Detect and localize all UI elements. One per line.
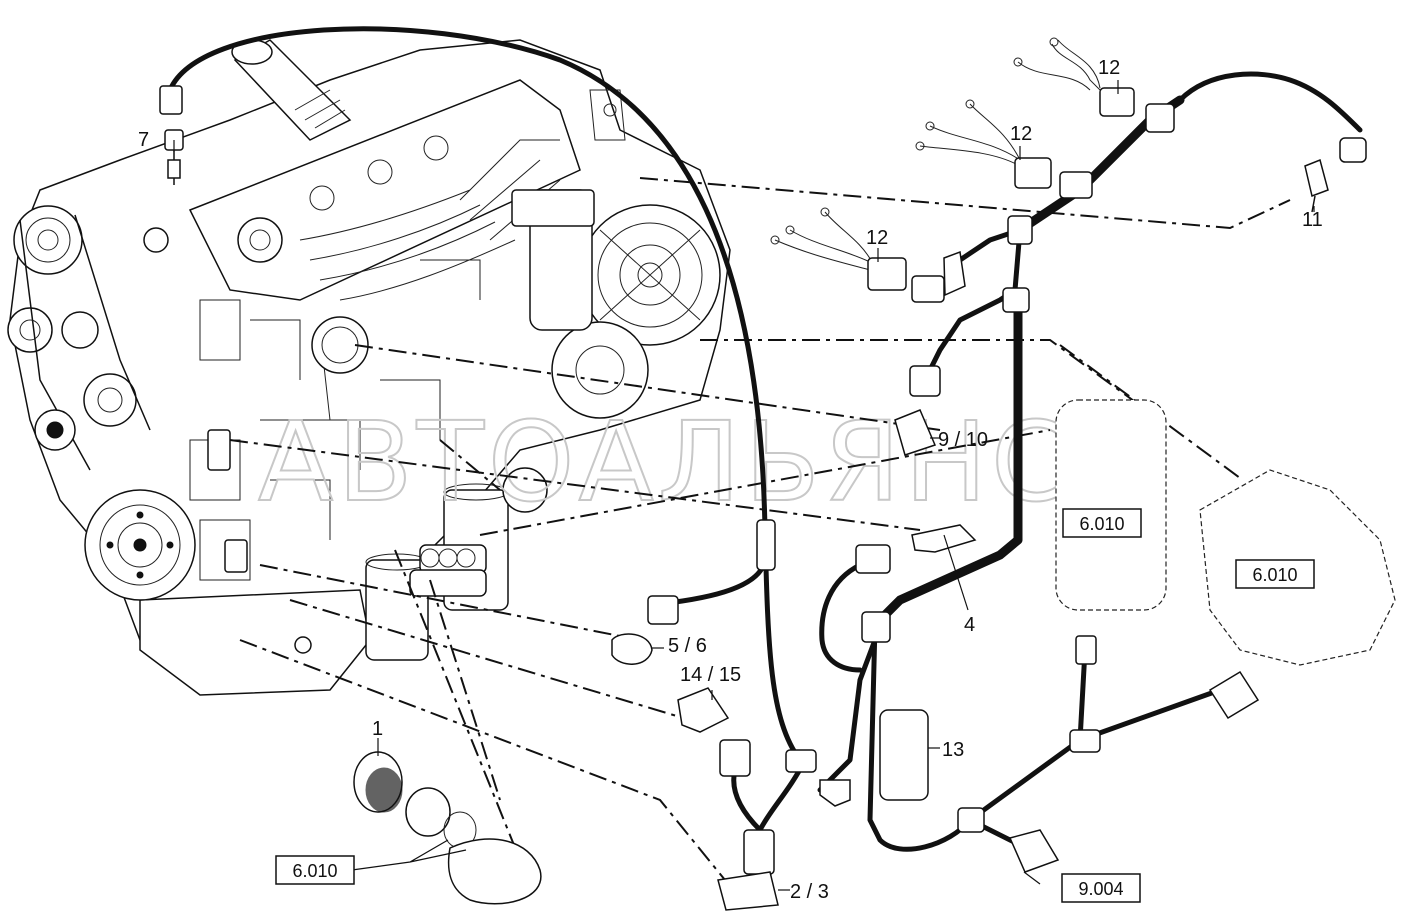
ghost-fuel-filter xyxy=(1055,399,1167,611)
callout-9-10: 9 / 10 xyxy=(938,429,988,451)
callout-numbers: 1 2 / 3 4 5 / 6 7 9 / 10 11 12 12 12 13 … xyxy=(138,57,1323,903)
ref-pump-text: 6.010 xyxy=(1252,565,1297,585)
sensor-parts xyxy=(159,37,1396,911)
ref-box-filter: 6.010 xyxy=(1062,508,1142,538)
callout-1: 1 xyxy=(372,718,383,740)
ref-box-intake: 6.010 xyxy=(275,855,355,885)
callout-12-middle: 12 xyxy=(1010,123,1032,145)
callout-12-left: 12 xyxy=(866,227,888,249)
callout-2-3: 2 / 3 xyxy=(790,881,829,903)
dash-dot-leaders xyxy=(229,177,1291,881)
ref-box-harness: 9.004 xyxy=(1061,873,1141,903)
ref-harness-text: 9.004 xyxy=(1078,879,1123,899)
ref-filter-text: 6.010 xyxy=(1079,514,1124,534)
ref-box-pump: 6.010 xyxy=(1235,559,1315,589)
callout-leader-lines xyxy=(173,80,1315,891)
callout-14-15: 14 / 15 xyxy=(680,664,741,686)
callout-4: 4 xyxy=(964,614,975,636)
ref-intake-text: 6.010 xyxy=(292,861,337,881)
watermark-text: АВТОАЛЬЯНС xyxy=(258,398,1072,526)
callout-12-top: 12 xyxy=(1098,57,1120,79)
callout-7: 7 xyxy=(138,129,149,151)
callout-13: 13 xyxy=(942,739,964,761)
engine-block-drawing xyxy=(7,39,731,696)
callout-5-6: 5 / 6 xyxy=(668,635,707,657)
callout-11: 11 xyxy=(1302,209,1323,231)
